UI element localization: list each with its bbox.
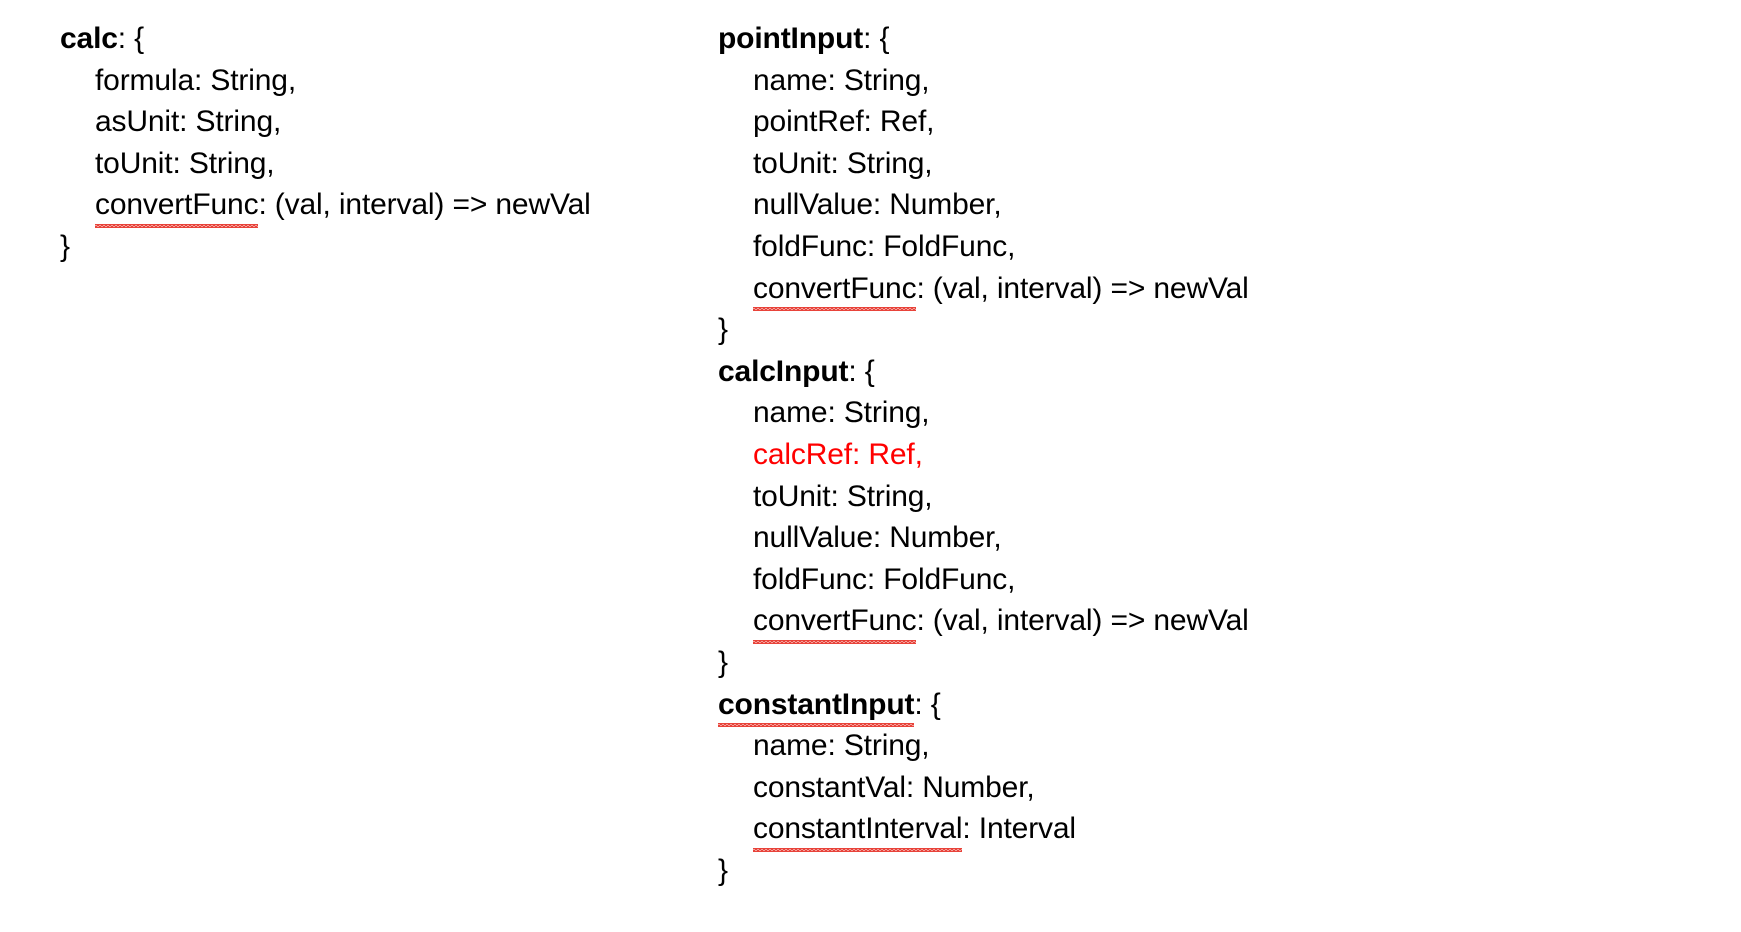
schema-field: convertFunc: (val, interval) => newVal: [60, 184, 700, 228]
left-column: calc: {formula: String,asUnit: String,to…: [60, 0, 700, 268]
spellcheck-underline: convertFunc: [753, 600, 917, 644]
schema-field: formula: String,: [95, 63, 297, 97]
schema-field: constantVal: Number,: [753, 770, 1035, 804]
schema-block-calcInput: calcInput: {name: String,calcRef: Ref,to…: [718, 351, 1678, 684]
schema-field: toUnit: String,: [753, 479, 933, 513]
schema-block-constantInput: constantInput: {name: String,constantVal…: [718, 684, 1678, 892]
schema-block-header-calc: calc: {: [60, 18, 700, 60]
schema-field: name: String,: [753, 396, 930, 430]
schema-block-close-brace: }: [718, 645, 728, 679]
schema-field: constantInterval: Interval: [718, 808, 1678, 852]
schema-field: convertFunc: (val, interval) => newVal: [718, 268, 1678, 311]
right-column: pointInput: {name: String,pointRef: Ref,…: [718, 0, 1678, 891]
schema-field: convertFunc: (val, interval) => newVal: [718, 600, 1678, 644]
schema-block-key: calc: [60, 22, 118, 55]
spellcheck-underline: constantInterval: [753, 808, 963, 852]
schema-block-header-pointInput: pointInput: {: [718, 18, 1678, 60]
schema-block-key: constantInput: [718, 684, 915, 727]
spellcheck-underline: convertFunc: [753, 268, 917, 311]
schema-field: calcRef: Ref,: [753, 437, 923, 471]
schema-block-header-constantInput: constantInput: {: [718, 684, 1678, 727]
spellcheck-underline: convertFunc: [95, 184, 259, 228]
schema-block-open-brace: : {: [117, 22, 145, 55]
schema-field: nullValue: Number,: [753, 521, 1002, 555]
schema-block-calc: calc: {formula: String,asUnit: String,to…: [60, 18, 700, 268]
schema-block-close-brace: }: [60, 229, 70, 263]
schema-block-close-brace: }: [718, 853, 728, 887]
schema-block-header-calcInput: calcInput: {: [718, 351, 1678, 393]
schema-field: nullValue: Number,: [753, 188, 1002, 222]
schema-field: asUnit: String,: [95, 105, 282, 139]
schema-block-key: pointInput: [718, 22, 864, 55]
schema-block-open-brace: : {: [863, 22, 890, 55]
schema-block-pointInput: pointInput: {name: String,pointRef: Ref,…: [718, 18, 1678, 351]
schema-field: name: String,: [753, 63, 930, 97]
schema-field: toUnit: String,: [95, 146, 275, 180]
schema-field: toUnit: String,: [753, 146, 933, 180]
schema-block-open-brace: : {: [848, 354, 875, 388]
schema-field: foldFunc: FoldFunc,: [753, 229, 1016, 263]
schema-block-close-brace: }: [718, 313, 728, 347]
schema-field: name: String,: [753, 729, 930, 763]
schema-field: pointRef: Ref,: [753, 105, 935, 139]
schema-field: foldFunc: FoldFunc,: [753, 562, 1016, 596]
schema-block-open-brace: : {: [914, 687, 941, 721]
schema-block-key: calcInput: [718, 354, 849, 388]
